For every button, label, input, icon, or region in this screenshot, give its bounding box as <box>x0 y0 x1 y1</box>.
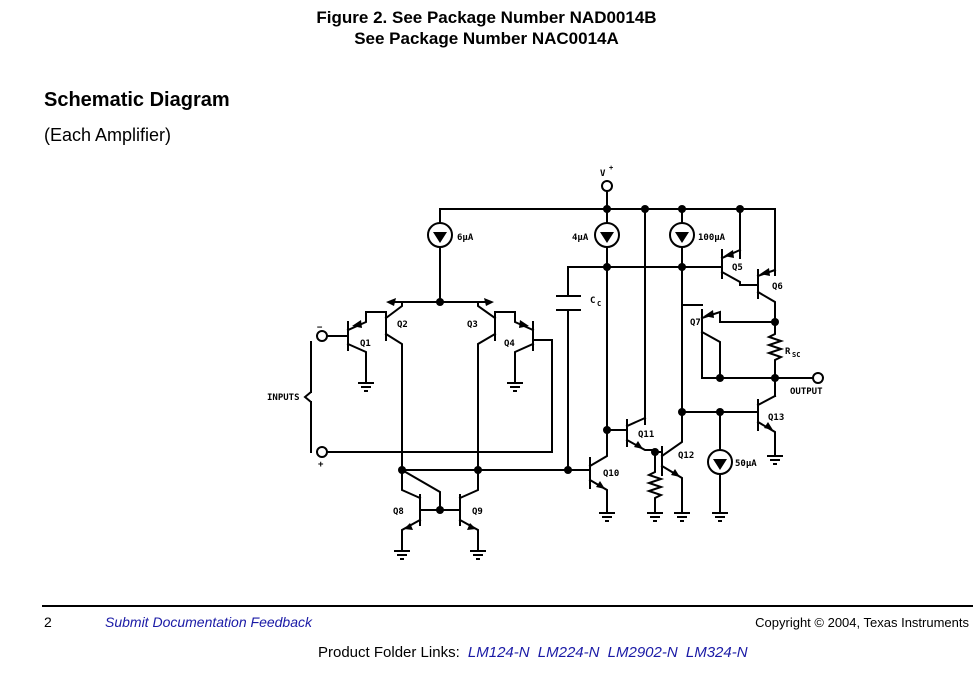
section-subheading: (Each Amplifier) <box>44 125 172 145</box>
q2-label: Q2 <box>397 320 408 330</box>
q9-label: Q9 <box>472 507 483 517</box>
schematic-diagram: V + 6μA 4μA 100μA 50μA Q1 Q2 Q3 Q4 Q5 Q6… <box>267 164 824 560</box>
label-100ua: 100μA <box>698 233 726 243</box>
q4-label: Q4 <box>504 339 515 349</box>
q3-label: Q3 <box>467 320 478 330</box>
label-6ua: 6μA <box>457 233 474 243</box>
cc-sub: C <box>597 300 601 308</box>
inputs-label: INPUTS <box>267 393 300 403</box>
cc-label: C <box>590 296 595 306</box>
rsc-label: R <box>785 347 791 357</box>
vplus-label: V <box>600 169 606 179</box>
q7-label: Q7 <box>690 318 701 328</box>
q6-label: Q6 <box>772 282 783 292</box>
feedback-link[interactable]: Submit Documentation Feedback <box>105 614 312 630</box>
inverting-input-label: − <box>317 323 323 333</box>
q11-label: Q11 <box>638 430 654 440</box>
page-number: 2 <box>44 614 52 630</box>
product-link-lm124[interactable]: LM124-N <box>467 644 530 661</box>
q13-label: Q13 <box>768 413 784 423</box>
figure-caption-line2: See Package Number NAC0014A <box>354 29 619 48</box>
copyright-notice: Copyright © 2004, Texas Instruments <box>755 615 969 630</box>
figure-caption-line1: Figure 2. See Package Number NAD0014B <box>316 8 657 27</box>
product-folder-links: Product Folder Links: LM124-N LM224-N LM… <box>318 644 748 661</box>
product-links-label: Product Folder Links: <box>318 644 460 661</box>
output-label: OUTPUT <box>790 387 823 397</box>
product-link-lm2902[interactable]: LM2902-N <box>607 644 678 661</box>
vplus-sup: + <box>609 164 613 172</box>
noninverting-input-label: + <box>318 460 324 470</box>
q12-label: Q12 <box>678 451 694 461</box>
label-4ua: 4μA <box>572 233 589 243</box>
rsc-sub: SC <box>792 351 800 359</box>
label-50ua: 50μA <box>735 459 757 469</box>
q10-label: Q10 <box>603 469 619 479</box>
q1-label: Q1 <box>360 339 371 349</box>
q5-label: Q5 <box>732 263 743 273</box>
product-link-lm324[interactable]: LM324-N <box>685 644 748 661</box>
section-heading: Schematic Diagram <box>44 89 230 111</box>
product-link-lm224[interactable]: LM224-N <box>537 644 600 661</box>
q8-label: Q8 <box>393 507 404 517</box>
footer-rule <box>42 605 973 607</box>
